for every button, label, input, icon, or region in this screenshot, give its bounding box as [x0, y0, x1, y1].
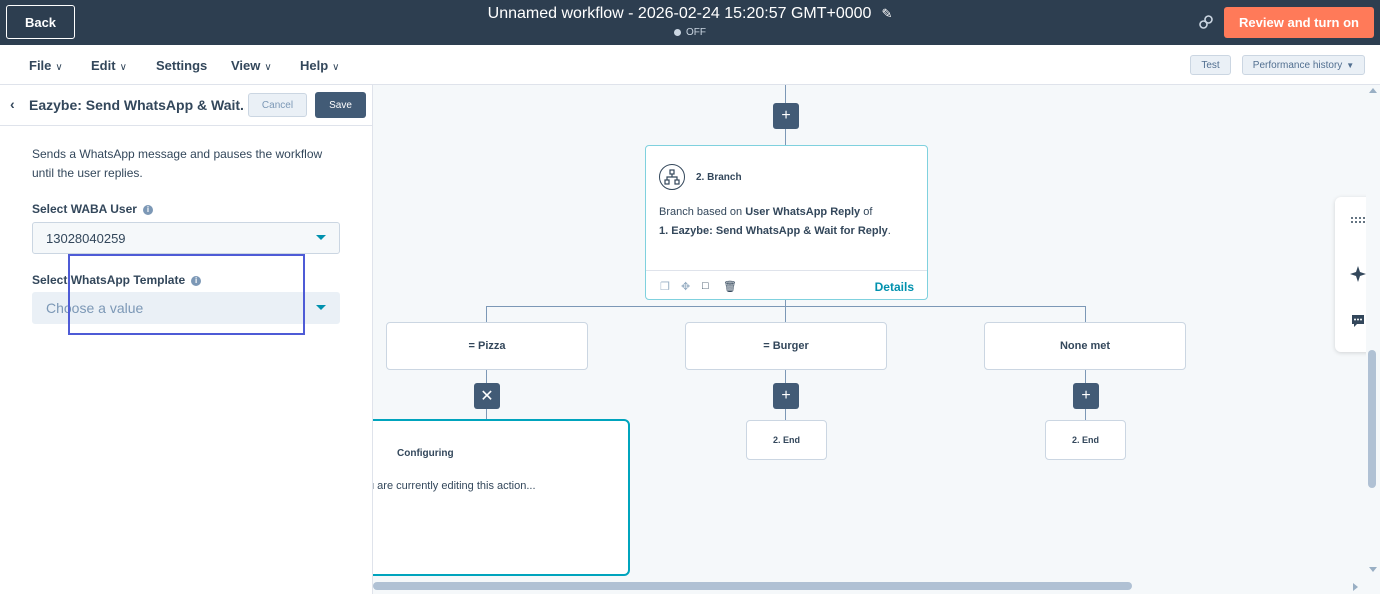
connector-line: [486, 306, 487, 322]
cancel-button[interactable]: Cancel: [248, 93, 307, 117]
workflow-title: Unnamed workflow - 2026-02-24 15:20:57 G…: [487, 5, 872, 22]
menu-bar: File∨ Edit∨ Settings View∨ Help∨ Test Pe…: [0, 45, 1380, 85]
scroll-up-icon[interactable]: [1369, 88, 1377, 93]
caret-down-icon: ▼: [1346, 60, 1355, 70]
grid-icon[interactable]: [1348, 210, 1368, 230]
connector-line: [785, 306, 786, 322]
top-bar: Back Unnamed workflow - 2026-02-24 15:20…: [0, 0, 1380, 45]
move-icon[interactable]: ✥: [681, 281, 691, 293]
chevron-down-icon: ∨: [119, 62, 127, 73]
chevron-down-icon: ∨: [332, 62, 340, 73]
branch-option-none-met[interactable]: None met: [984, 322, 1186, 370]
review-and-turn-on-button[interactable]: Review and turn on: [1224, 7, 1374, 38]
template-placeholder: Choose a value: [46, 300, 144, 316]
connector-line: [1085, 306, 1086, 322]
performance-history-button[interactable]: Performance history▼: [1242, 55, 1365, 75]
scrollbar-corner: [1366, 579, 1380, 594]
branch-icon: [659, 164, 685, 190]
end-card[interactable]: 2. End: [746, 420, 827, 460]
menu-file[interactable]: File∨: [29, 58, 63, 73]
save-button[interactable]: Save: [315, 92, 366, 118]
action-description: Sends a WhatsApp message and pauses the …: [32, 147, 323, 180]
info-icon[interactable]: i: [142, 204, 153, 215]
chevron-down-icon: ∨: [264, 62, 272, 73]
status-text: OFF: [686, 27, 706, 38]
menu-edit[interactable]: Edit∨: [91, 58, 127, 73]
add-action-button[interactable]: +: [773, 383, 799, 409]
panel-header: ‹ Eazybe: Send WhatsApp & Wait... Cancel…: [0, 85, 373, 126]
chat-icon[interactable]: [1348, 311, 1368, 331]
menu-settings[interactable]: Settings: [156, 58, 208, 73]
vertical-scroll-thumb[interactable]: [1368, 350, 1376, 488]
delete-icon[interactable]: 🗑: [723, 281, 737, 293]
workflow-title-row: Unnamed workflow - 2026-02-24 15:20:57 G…: [0, 5, 1380, 23]
panel-title: Eazybe: Send WhatsApp & Wait...: [29, 97, 245, 113]
caret-down-icon: [316, 235, 326, 240]
waba-user-select[interactable]: 13028040259: [32, 222, 340, 254]
link-icon[interactable]: [1197, 13, 1215, 31]
sparkle-icon[interactable]: [1348, 264, 1368, 284]
copy-icon[interactable]: □: [702, 280, 709, 292]
menu-view[interactable]: View∨: [231, 58, 272, 73]
caret-down-icon: [316, 305, 326, 310]
info-icon[interactable]: i: [191, 275, 202, 286]
configuring-action-card[interactable]: ? Configuring u are currently editing th…: [373, 419, 630, 576]
end-card[interactable]: 2. End: [1045, 420, 1126, 460]
branch-option-burger[interactable]: = Burger: [685, 322, 887, 370]
scroll-down-icon[interactable]: [1369, 567, 1377, 572]
pencil-icon[interactable]: ✎: [881, 6, 893, 21]
chevron-down-icon: ∨: [55, 62, 63, 73]
workflow-canvas[interactable]: + 2. Branch Branch based on User WhatsAp…: [373, 85, 1366, 579]
action-config-panel: ‹ Eazybe: Send WhatsApp & Wait... Cancel…: [0, 85, 373, 594]
details-link[interactable]: Details: [874, 280, 914, 294]
back-button[interactable]: Back: [6, 5, 75, 39]
workflow-status: OFF: [0, 27, 1380, 38]
horizontal-scroll-thumb[interactable]: [373, 582, 1132, 590]
connector-line: [486, 306, 1086, 307]
test-button[interactable]: Test: [1190, 55, 1231, 75]
status-dot-icon: [674, 28, 681, 36]
branch-name: 2. Branch: [696, 172, 742, 183]
vertical-scrollbar[interactable]: [1366, 85, 1380, 579]
waba-user-value: 13028040259: [46, 230, 126, 246]
clone-icon[interactable]: ❐: [660, 281, 670, 293]
configuring-title: Configuring: [397, 448, 454, 459]
add-action-button[interactable]: +: [1073, 383, 1099, 409]
branch-action-card[interactable]: 2. Branch Branch based on User WhatsApp …: [645, 145, 928, 300]
add-action-button[interactable]: +: [773, 103, 799, 129]
chevron-left-icon[interactable]: ‹: [10, 96, 15, 112]
connector-line: [785, 300, 786, 307]
branch-option-pizza[interactable]: = Pizza: [386, 322, 588, 370]
menu-help[interactable]: Help∨: [300, 58, 340, 73]
configuring-text: u are currently editing this action...: [373, 480, 536, 492]
branch-card-footer: ❐ ✥ □ 🗑 Details: [646, 270, 927, 300]
scroll-right-icon[interactable]: [1353, 583, 1358, 591]
whatsapp-template-select[interactable]: Choose a value: [32, 292, 340, 324]
close-icon[interactable]: ✕: [474, 383, 500, 409]
horizontal-scrollbar[interactable]: [373, 579, 1366, 594]
